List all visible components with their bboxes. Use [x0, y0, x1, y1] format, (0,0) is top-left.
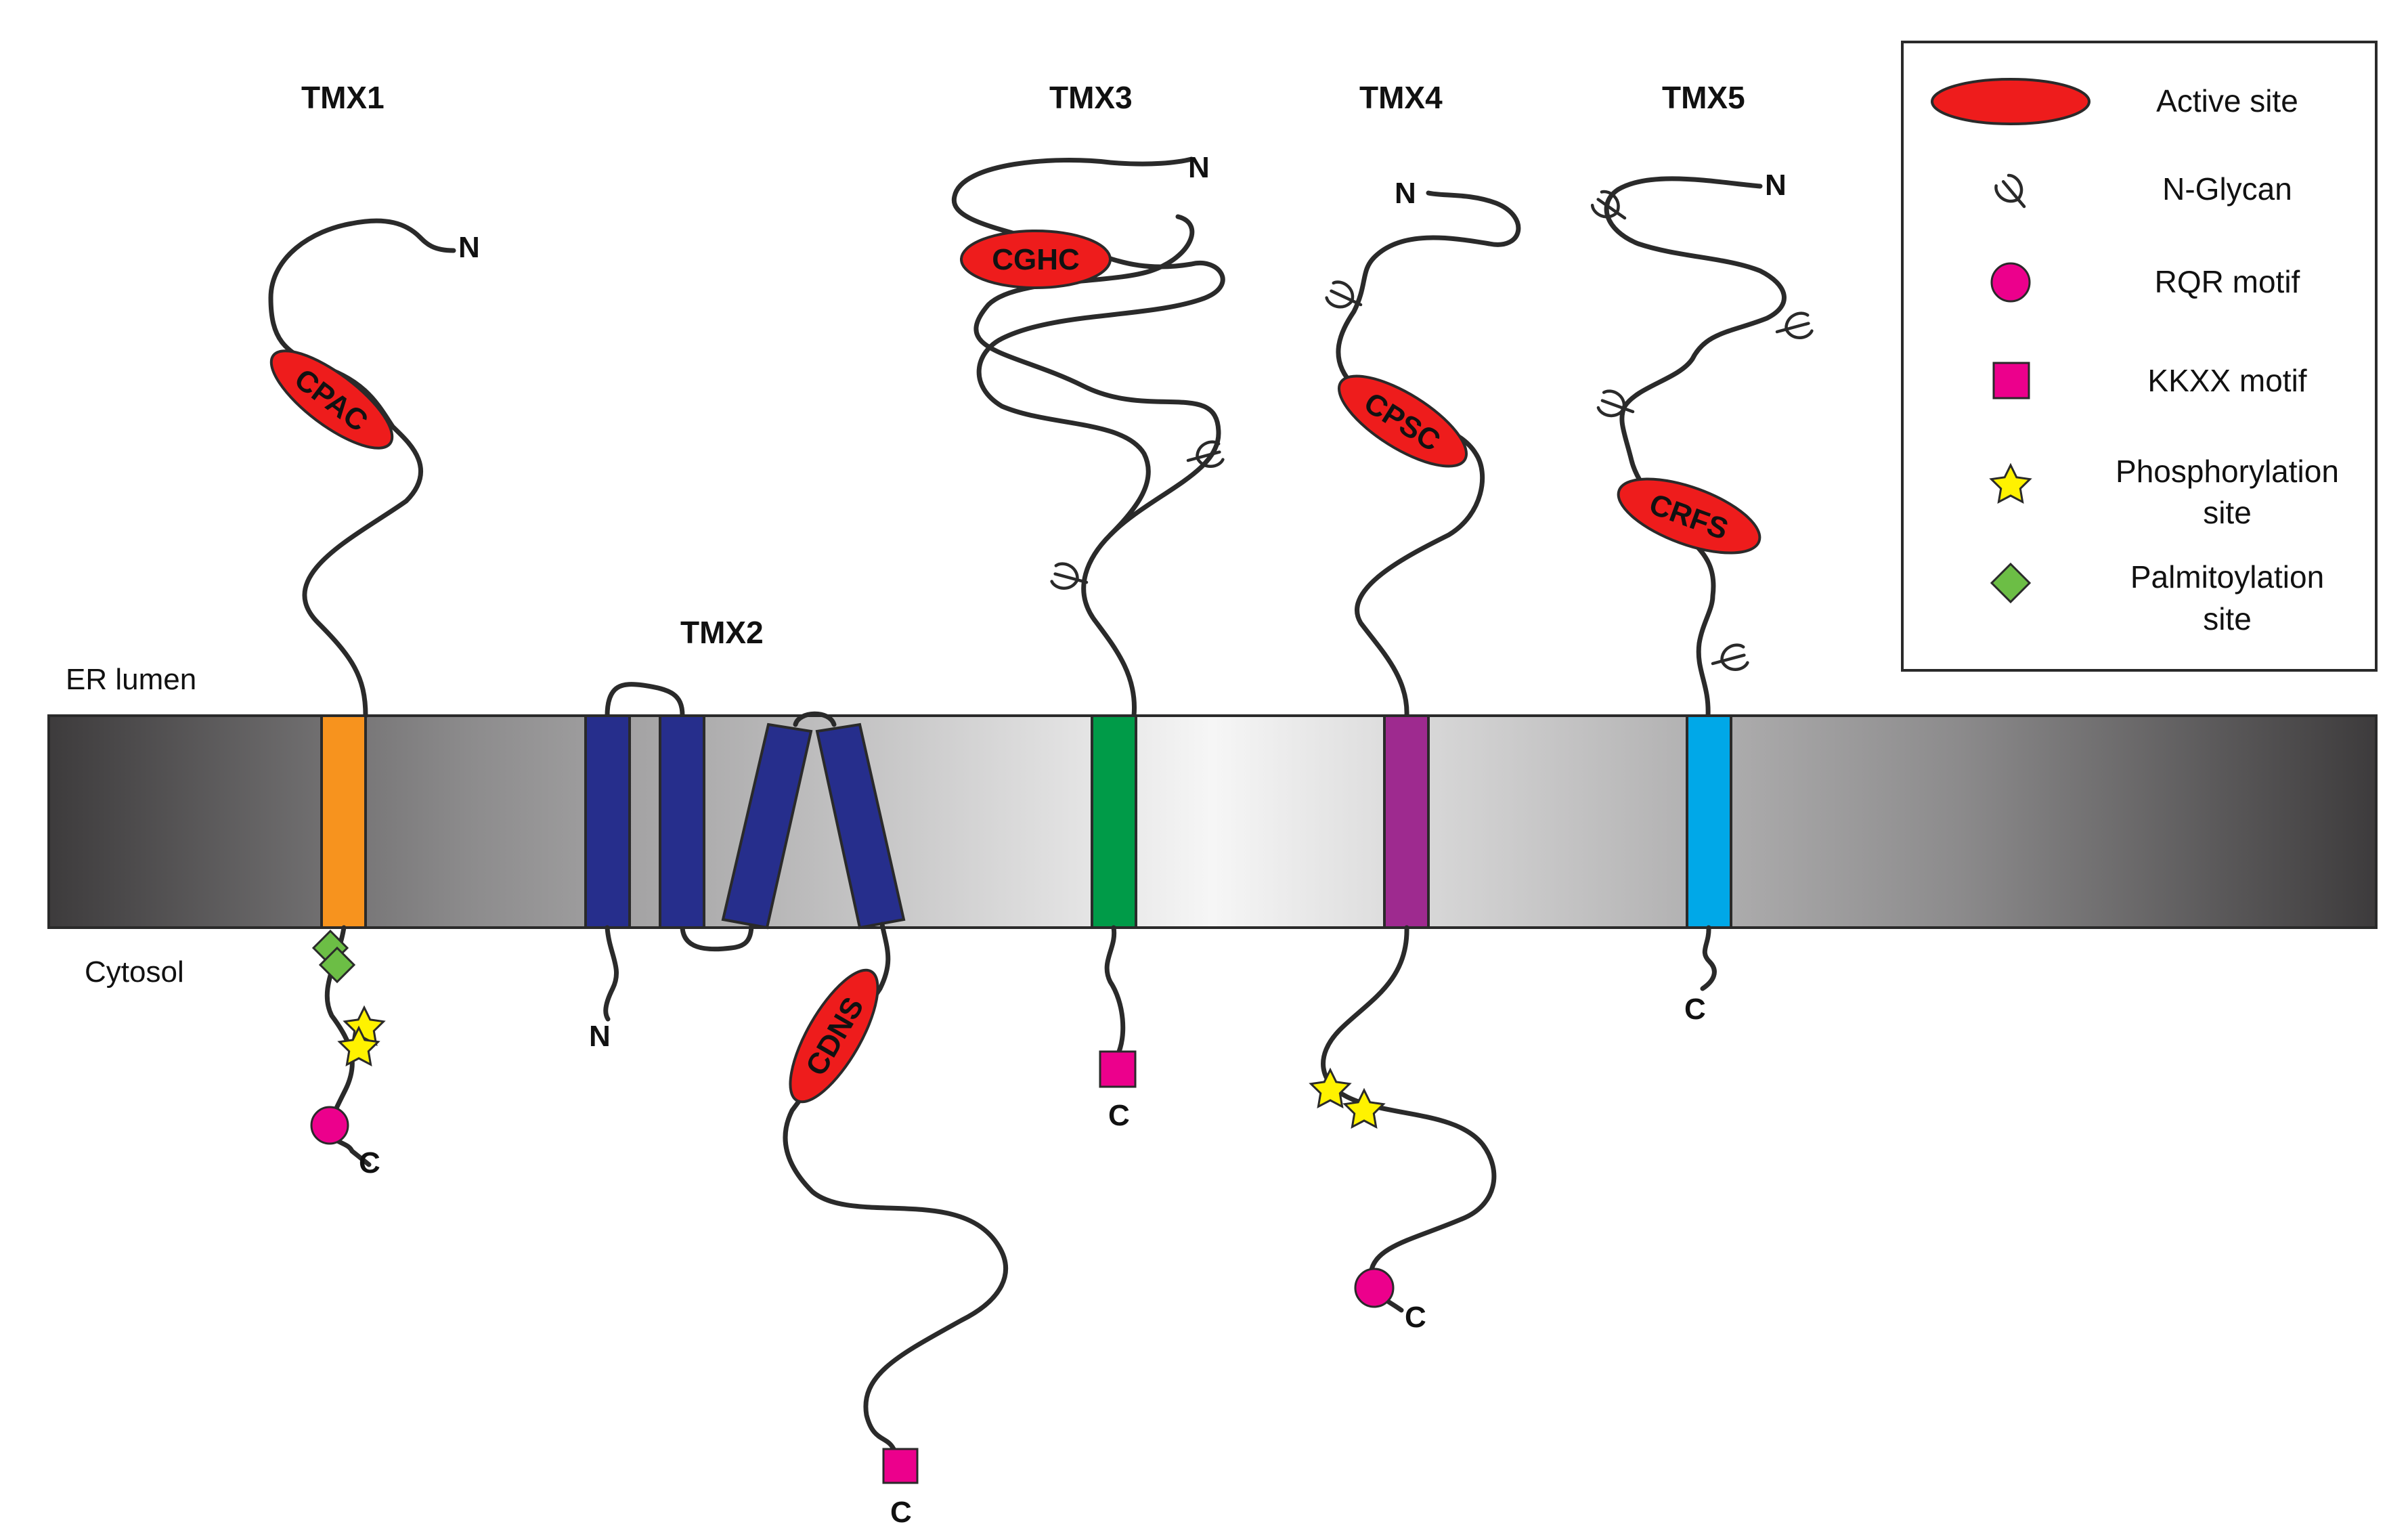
tmx5-name: TMX5 — [1662, 80, 1745, 115]
tmx5-active-site — [1617, 477, 1761, 555]
protein-tmx5: TMX5 CRFS N C — [1590, 80, 1813, 1026]
tmx3-active-site-label: CGHC — [992, 243, 1080, 276]
tmx3-name: TMX3 — [1049, 80, 1133, 115]
tmx1-name: TMX1 — [301, 80, 385, 115]
protein-tmx3: TMX3 CGHC N C — [951, 80, 1224, 1132]
tmx2-lumenal-loop-2 — [793, 711, 837, 727]
tmx2-name: TMX2 — [680, 615, 764, 650]
legend-phosphorylation-label: Phosphorylation — [2116, 454, 2339, 489]
tmx3-lumenal-chain-upper — [973, 214, 1221, 538]
tmx2-lumenal-loop-1 — [605, 682, 685, 718]
protein-tmx4: TMX4 CPSC N C — [1310, 80, 1521, 1334]
cytosol-label: Cytosol — [85, 955, 184, 989]
legend-palmitoylation-icon — [1990, 562, 2032, 604]
tmx3-n-terminus: N — [1188, 151, 1210, 184]
tmx1-active-site — [269, 349, 394, 450]
legend-rqr-motif-label: RQR motif — [2155, 264, 2300, 299]
legend-palmitoylation-label: Palmitoylation — [2130, 559, 2324, 594]
tmx2-c-terminus: C — [890, 1496, 912, 1529]
tmx2-cytosolic-loop — [680, 922, 754, 952]
tmx1-lumenal-chain — [268, 218, 456, 718]
tmx2-transmembrane-helix-4 — [815, 722, 906, 930]
protein-tmx1: TMX1 CPAC N C — [268, 80, 480, 1180]
legend-kkxx-motif-icon — [1992, 362, 2030, 399]
legend-n-glycan-label: N-Glycan — [2162, 171, 2292, 207]
tmx2-transmembrane-helix-3 — [721, 722, 813, 930]
tmx4-name: TMX4 — [1359, 80, 1443, 115]
tmx5-n-glycan-3 — [1597, 389, 1637, 423]
legend-rqr-motif-icon — [1990, 262, 2031, 303]
tmx3-kkxx-motif — [1099, 1050, 1137, 1088]
tmx5-transmembrane-segment — [1686, 714, 1732, 929]
tmx3-transmembrane-segment — [1091, 714, 1137, 929]
tmx4-cytosolic-chain — [1321, 925, 1497, 1313]
legend-palmitoylation-label-2: site — [2203, 601, 2252, 636]
tmx5-n-glycan-2 — [1774, 311, 1813, 343]
legend-phosphorylation-label-2: site — [2203, 495, 2252, 530]
legend-active-site-label: Active site — [2156, 83, 2298, 118]
tmx1-transmembrane-segment — [320, 714, 367, 929]
tmx4-phosphorylation-site-2 — [1344, 1089, 1384, 1128]
tmx2-transmembrane-helix-2 — [659, 714, 705, 929]
er-lumen-label: ER lumen — [66, 663, 196, 696]
tmx4-c-terminus: C — [1405, 1301, 1426, 1334]
tmx2-active-site — [789, 968, 879, 1104]
tmx5-c-terminus: C — [1684, 993, 1706, 1026]
tmx4-active-site — [1337, 374, 1468, 468]
legend-kkxx-motif-label: KKXX motif — [2147, 363, 2306, 398]
tmx3-active-site — [960, 230, 1112, 289]
tmx4-transmembrane-segment — [1383, 714, 1430, 929]
tmx3-c-terminus: C — [1108, 1099, 1130, 1132]
tmx4-n-terminus: N — [1395, 177, 1416, 210]
tmx1-palmitoylation-site-2 — [318, 946, 356, 984]
tmx2-cytosolic-chain — [783, 922, 1008, 1472]
tmx5-lumenal-chain — [1604, 176, 1787, 718]
tmx3-n-glycan-1 — [1185, 440, 1224, 472]
legend-active-site-icon — [1931, 78, 2090, 125]
tmx1-rqr-motif — [310, 1106, 349, 1145]
tmx4-phosphorylation-site-1 — [1310, 1068, 1351, 1108]
tmx2-n-terminus: N — [589, 1020, 611, 1053]
tmx5-n-terminus: N — [1765, 169, 1787, 202]
er-membrane — [47, 714, 2378, 929]
tmx2-transmembrane-helix-1 — [584, 714, 631, 929]
tmx1-c-terminus: C — [359, 1146, 380, 1180]
legend: Active site N-Glycan RQR motif KKXX moti… — [1901, 41, 2378, 672]
tmx1-n-terminus: N — [458, 231, 480, 264]
tmx2-n-terminal-tail — [603, 925, 619, 1022]
tmx5-n-glycan-4 — [1709, 643, 1749, 675]
tmx3-cytosolic-chain — [1104, 925, 1126, 1059]
tmx5-cytosolic-chain — [1700, 925, 1717, 991]
tmx2-kkxx-motif — [882, 1448, 919, 1484]
legend-box — [1901, 41, 2378, 672]
tmx4-rqr-motif — [1354, 1268, 1395, 1308]
